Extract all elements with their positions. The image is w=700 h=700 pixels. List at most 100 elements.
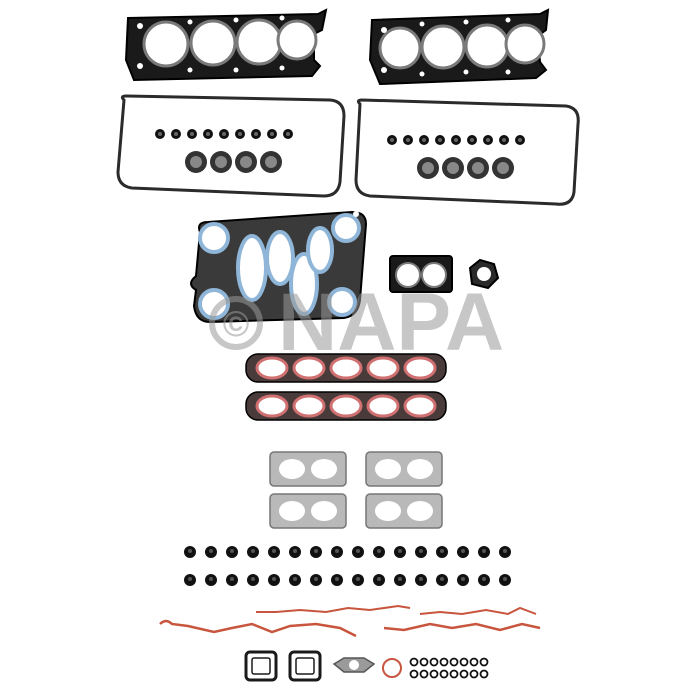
stem-seal-top [251,577,255,581]
small-o-ring [429,657,439,667]
timing-cover-seal-right [383,606,541,632]
intake-manifold-gasket [245,353,447,383]
stem-seal-top [314,549,318,553]
valve-stem-seal [457,574,469,586]
grommet-hole [286,132,290,136]
valve-stem-seal [352,574,364,586]
small-o-ring [439,657,449,667]
small-grommet [467,135,477,145]
valve-stem-seal [436,546,448,558]
stem-seal-top [335,549,339,553]
small-o-ring [469,657,479,667]
stem-seal-top [482,549,486,553]
exhaust-manifold-gasket [269,451,347,487]
stem-seal-top [440,549,444,553]
valve-stem-seal [205,546,217,558]
egr-gasket [468,258,500,290]
valve-stem-seal [331,574,343,586]
valve-cover-gasket-left [116,94,346,198]
valve-stem-seal [394,546,406,558]
intake-manifold-gasket [245,391,447,421]
stem-seal-top [503,549,507,553]
port-opening [255,394,289,418]
valve-stem-seal [247,574,259,586]
watermark-text: NAPA [278,277,504,368]
exhaust-port [311,501,337,521]
stem-seal-top [272,549,276,553]
small-grommet [219,129,229,139]
square-port-gasket-left [244,650,278,682]
port-opening [255,356,289,380]
small-o-ring [419,669,429,679]
stem-seal-top [293,577,297,581]
valve-cover-gasket-right [354,98,580,206]
grommet-hole [238,132,242,136]
small-grommet [419,135,429,145]
valve-stem-seal [373,546,385,558]
valve-stem-seal [226,546,238,558]
stem-seal-top [293,549,297,553]
valve-stem-seal [268,574,280,586]
port-opening [403,356,437,380]
napa-watermark: © NAPA [209,277,504,368]
spark-plug-tube-seal [492,157,514,179]
valve-stem-seal [415,546,427,558]
grommet-hole [190,132,194,136]
orange-o-ring [382,658,402,678]
small-grommet [155,129,165,139]
exhaust-port [375,459,401,479]
small-grommet [483,135,493,145]
spark-plug-tube-seal [235,151,257,173]
small-grommet [283,129,293,139]
small-grommet [515,135,525,145]
stem-seal-top [272,577,276,581]
small-grommet [387,135,397,145]
small-grommet [251,129,261,139]
small-o-ring [449,669,459,679]
grommet-hole [222,132,226,136]
spark-plug-tube-seal [442,157,464,179]
small-grommet [403,135,413,145]
valve-stem-seal [289,574,301,586]
small-grommet [435,135,445,145]
port-opening [366,394,400,418]
grommet-hole [422,138,426,142]
grommet-hole [406,138,410,142]
small-o-ring [459,657,469,667]
exhaust-manifold-gasket [269,493,347,529]
pcv-gasket [332,657,376,673]
valve-stem-seal [184,546,196,558]
exhaust-manifold-gasket [365,493,443,529]
seal-inner [472,162,484,174]
seal-inner [265,156,277,168]
valve-stem-seal [457,546,469,558]
stem-seal-top [188,549,192,553]
valve-stem-seal [499,546,511,558]
exhaust-manifold-gasket [365,451,443,487]
seal-inner [497,162,509,174]
small-o-ring [469,669,479,679]
stem-seal-top [377,577,381,581]
stem-seal-top [440,577,444,581]
small-o-ring [479,657,489,667]
valve-stem-seal [226,574,238,586]
port-opening [366,356,400,380]
exhaust-manifold-gaskets [269,451,443,529]
grommet-hole [254,132,258,136]
stem-seal-top [314,577,318,581]
exhaust-port [279,459,305,479]
valve-stem-seal [331,546,343,558]
valve-stem-seal [478,574,490,586]
grommet-hole [454,138,458,142]
stem-seal-top [356,549,360,553]
valve-stem-seal [184,574,196,586]
grommet-hole [174,132,178,136]
valve-stem-seal [352,546,364,558]
grommet-hole [270,132,274,136]
stem-seal-top [398,577,402,581]
valve-stem-seal [310,574,322,586]
grommet-hole [518,138,522,142]
port-opening [329,394,363,418]
exhaust-port [375,501,401,521]
